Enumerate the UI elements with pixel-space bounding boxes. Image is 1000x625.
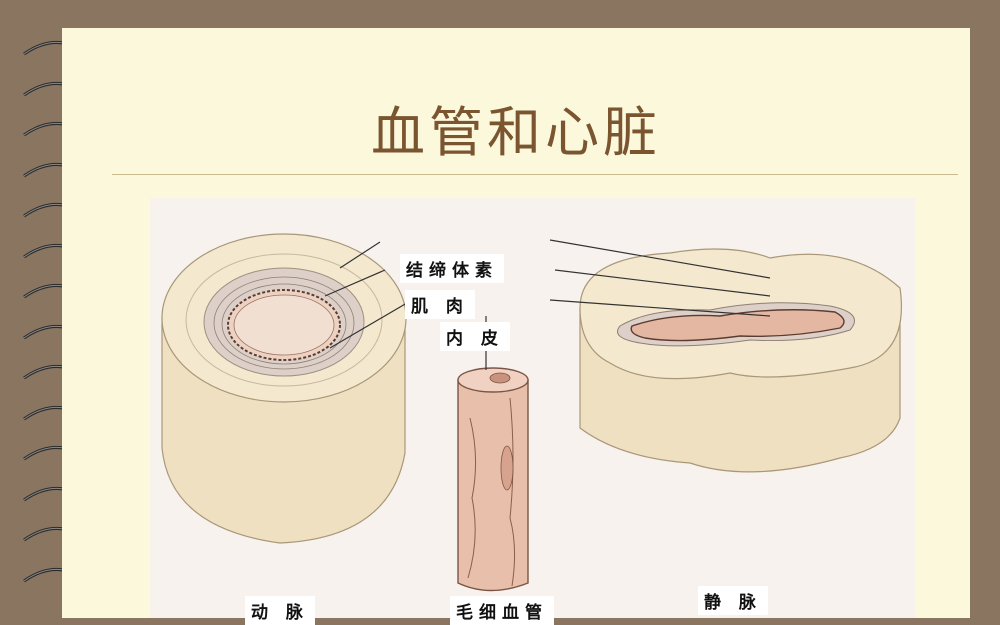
label-vein: 静 脉 bbox=[698, 586, 768, 615]
artery-illustration bbox=[161, 233, 407, 544]
leader-lines bbox=[324, 239, 771, 370]
vein-illustration bbox=[579, 248, 902, 473]
title-divider bbox=[112, 174, 958, 175]
label-artery: 动 脉 bbox=[245, 596, 315, 625]
vessel-illustration bbox=[150, 198, 915, 618]
label-muscle: 肌 肉 bbox=[405, 290, 475, 319]
label-capillary: 毛细血管 bbox=[450, 596, 554, 625]
slide-title: 血管和心脏 bbox=[371, 101, 661, 164]
slide-page: 血管和心脏 bbox=[62, 28, 970, 625]
blood-vessel-diagram: 结缔体素 肌 肉 内 皮 动 脉 毛细血管 静 脉 bbox=[150, 198, 915, 625]
label-endothelium: 内 皮 bbox=[440, 322, 510, 351]
label-connective-tissue: 结缔体素 bbox=[400, 254, 504, 283]
capillary-illustration bbox=[457, 367, 529, 592]
